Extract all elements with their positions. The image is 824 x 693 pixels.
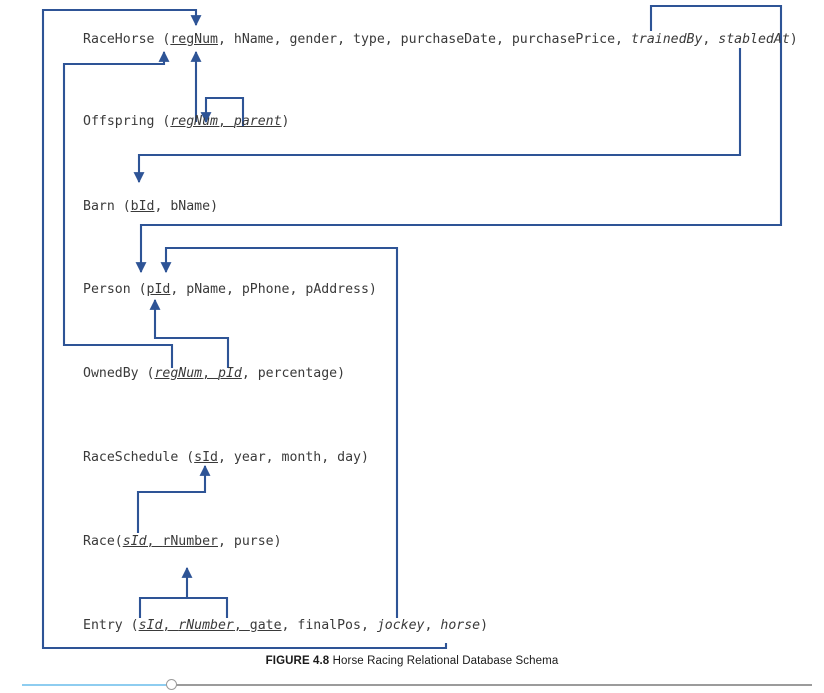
- slider-handle[interactable]: [166, 679, 177, 690]
- attribute-month: month: [281, 450, 322, 465]
- relation-person: Person (pId, pName, pPhone, pAddress): [83, 282, 377, 298]
- fk-race-sid-to-raceschedule: [136, 464, 211, 533]
- relation-raceschedule: RaceSchedule (sId, year, month, day): [83, 450, 369, 466]
- attribute-separator: ,: [217, 32, 234, 47]
- slider-fill: [22, 684, 172, 686]
- fk-entry-jockey-to-person: [160, 246, 399, 618]
- relation-name: Race(: [83, 534, 123, 549]
- attribute-pPhone: pPhone: [241, 282, 290, 297]
- slider-track[interactable]: [22, 684, 812, 686]
- attribute-separator: ,: [495, 32, 512, 47]
- attribute-separator: ,: [233, 618, 250, 633]
- fk-entry-horse-to-racehorse: [41, 8, 448, 650]
- relation-close-paren: ): [789, 32, 798, 47]
- attribute-separator: ,: [424, 618, 441, 633]
- attribute-bId: bId: [130, 199, 155, 214]
- attribute-jockey: jockey: [376, 618, 425, 633]
- attribute-separator: ,: [384, 32, 401, 47]
- attribute-sId: sId: [194, 450, 218, 465]
- fk-ownedby-pid-to-person: [149, 298, 230, 368]
- attribute-separator: ,: [360, 618, 377, 633]
- attribute-parent: parent: [233, 114, 282, 129]
- relation-close-paren: ): [210, 199, 219, 214]
- relation-name: Entry (: [83, 618, 139, 633]
- relation-name: RaceSchedule (: [83, 450, 195, 465]
- attribute-regNum: regNum: [170, 32, 218, 47]
- attribute-separator: ,: [321, 450, 338, 465]
- attribute-pId: pId: [218, 366, 242, 381]
- connector-layer: [41, 4, 783, 650]
- fk-entry-sid-to-race: [138, 596, 187, 618]
- figure-caption-label: FIGURE 4.8: [265, 655, 330, 667]
- relation-race: Race(sId, rNumber, purse): [83, 534, 282, 550]
- relation-name: OwnedBy (: [83, 366, 155, 381]
- relation-name: Offspring (: [83, 114, 171, 129]
- attribute-separator: ,: [146, 534, 163, 549]
- fk-offspring-parent-to-racehorse: [200, 96, 245, 127]
- fk-racehorse-stabledat-to-barn: [133, 48, 742, 184]
- attribute-hName: hName: [233, 32, 274, 47]
- attribute-regNum: regNum: [170, 114, 218, 129]
- attribute-regNum: regNum: [154, 366, 203, 381]
- relation-barn: Barn (bId, bName): [83, 199, 218, 215]
- relation-close-paren: ): [368, 282, 377, 297]
- attribute-purchasePrice: purchasePrice: [511, 32, 616, 47]
- attribute-pId: pId: [146, 282, 171, 297]
- attribute-rNumber: rNumber: [162, 534, 218, 549]
- relation-ownedby: OwnedBy (regNum, pId, percentage): [83, 366, 345, 382]
- attribute-separator: ,: [281, 618, 298, 633]
- attribute-percentage: percentage: [257, 366, 338, 381]
- fk-entry-rnumber-to-race: [181, 566, 229, 618]
- attribute-separator: ,: [162, 618, 179, 633]
- schema-diagram: RaceHorse (regNum, hName, gender, type, …: [41, 4, 798, 650]
- fk-ownedby-regnum-to-racehorse: [62, 50, 174, 368]
- relation-name: Barn (: [83, 199, 131, 214]
- attribute-sId: sId: [138, 618, 163, 633]
- attribute-trainedBy: trainedBy: [630, 32, 703, 47]
- attribute-separator: ,: [273, 32, 290, 47]
- attribute-sId: sId: [122, 534, 147, 549]
- attribute-separator: ,: [615, 32, 631, 47]
- attribute-separator: ,: [289, 282, 306, 297]
- attribute-separator: ,: [265, 450, 282, 465]
- figure-caption: FIGURE 4.8 Horse Racing Relational Datab…: [0, 655, 824, 667]
- attribute-bName: bName: [170, 199, 211, 214]
- attribute-gender: gender: [289, 32, 338, 47]
- relation-name: Person (: [83, 282, 147, 297]
- attribute-separator: ,: [217, 450, 234, 465]
- attribute-pAddress: pAddress: [305, 282, 369, 297]
- attribute-horse: horse: [440, 618, 481, 633]
- attribute-purse: purse: [233, 534, 274, 549]
- attribute-separator: ,: [241, 366, 258, 381]
- attribute-gate: gate: [249, 618, 282, 633]
- relation-racehorse: RaceHorse (regNum, hName, gender, type, …: [83, 32, 798, 48]
- attribute-stabledAt: stabledAt: [718, 32, 790, 47]
- figure-caption-text: Horse Racing Relational Database Schema: [329, 655, 559, 667]
- attribute-purchaseDate: purchaseDate: [400, 32, 496, 47]
- attribute-day: day: [337, 450, 361, 465]
- attribute-pName: pName: [186, 282, 226, 297]
- page-zoom-slider[interactable]: [0, 676, 824, 693]
- relation-close-paren: ): [281, 114, 290, 129]
- attribute-year: year: [233, 450, 266, 465]
- attribute-separator: ,: [217, 114, 234, 129]
- attribute-separator: ,: [337, 32, 353, 47]
- attribute-separator: ,: [225, 282, 242, 297]
- attribute-separator: ,: [218, 534, 234, 549]
- relation-close-paren: ): [480, 618, 489, 633]
- relation-close-paren: ): [273, 534, 282, 549]
- attribute-finalPos: finalPos: [297, 618, 361, 633]
- attribute-separator: ,: [702, 32, 719, 47]
- fk-racehorse-trainedby-to-person: [135, 4, 783, 274]
- attribute-separator: ,: [154, 199, 171, 214]
- relation-entry: Entry (sId, rNumber, gate, finalPos, joc…: [83, 618, 488, 634]
- attribute-type: type: [353, 32, 385, 47]
- attribute-rNumber: rNumber: [178, 618, 234, 633]
- attribute-separator: ,: [170, 282, 187, 297]
- relation-close-paren: ): [337, 366, 346, 381]
- relation-close-paren: ): [360, 450, 369, 465]
- attribute-separator: ,: [202, 366, 218, 381]
- relation-offspring: Offspring (regNum, parent): [83, 114, 289, 130]
- relation-name: RaceHorse (: [83, 32, 171, 47]
